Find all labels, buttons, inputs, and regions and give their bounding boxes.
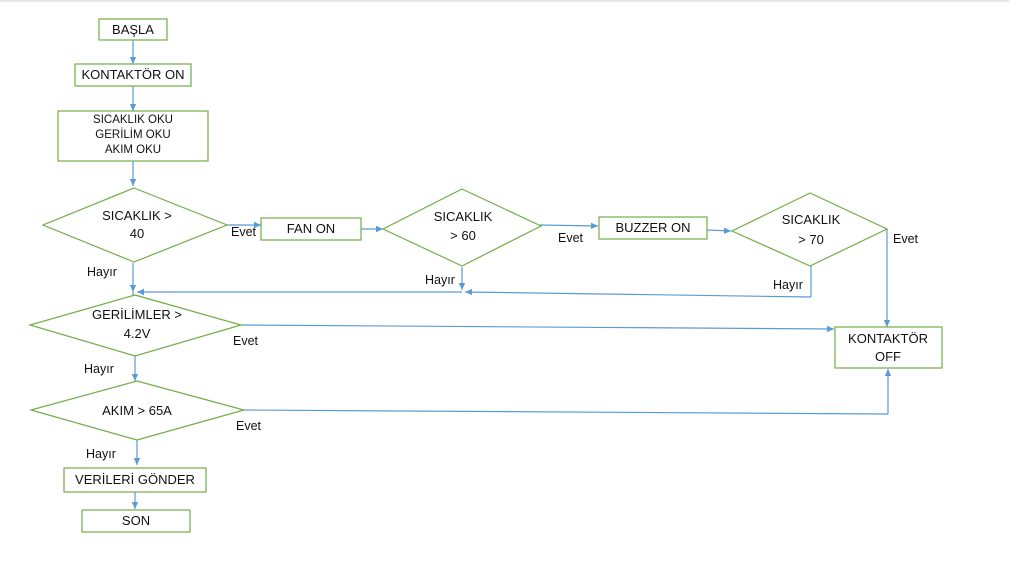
decision-current: AKIM > 65A [28,380,247,441]
decision-temp-70: SICAKLIK > 70 [730,192,889,267]
connectors [129,40,892,465]
buzzer-on-node: BUZZER ON [598,216,708,240]
edge-label-temp40-no: Hayır [87,265,117,279]
edge-label-temp60-yes: Evet [558,231,584,245]
edge-label-temp60-no: Hayır [425,273,455,287]
arrow-current-yes-line [243,409,889,415]
decision-temp-70-line2: > 70 [798,232,824,247]
decision-temp-70-line1: SICAKLIK [782,212,841,227]
edge-label-voltage-no: Hayır [84,362,114,376]
contactor-off-line1: KONTAKTÖR [848,331,928,346]
edge-label-voltage-yes: Evet [233,334,259,348]
read-temperature-label: SICAKLIK OKU [93,114,173,126]
buzzer-on-label: BUZZER ON [615,220,690,235]
send-data-label: VERİLERİ GÖNDER [75,472,195,487]
start-label: BAŞLA [112,22,154,37]
edge-labels: Evet Evet Evet Evet Evet Hayır Hayır Hay… [84,225,919,461]
contactor-off-line2: OFF [875,349,901,364]
end-label: SON [122,513,150,528]
contactor-off-node: KONTAKTÖR OFF [834,326,943,369]
edge-label-current-no: Hayır [86,447,116,461]
decision-temp-60-line2: > 60 [450,228,476,243]
arrow-buzzer-to-temp70 [706,227,732,234]
fan-on-node: FAN ON [260,217,362,241]
arrow-temp60-yes-to-buzzer [539,222,599,230]
edge-label-temp70-no: Hayır [773,278,803,292]
read-sensors-node: SICAKLIK OKU GERİLİM OKU AKIM OKU [57,110,209,162]
read-current-label: AKIM OKU [105,144,161,156]
arrow-voltage-yes-to-contactor-off [240,324,835,333]
contactor-on-label: KONTAKTÖR ON [81,67,184,82]
decision-temp-40-line2: 40 [130,226,144,241]
contactor-on-node: KONTAKTÖR ON [74,63,192,87]
fan-on-label: FAN ON [287,221,335,236]
decision-voltage-line1: GERİLİMLER > [92,307,182,322]
send-data-node: VERİLERİ GÖNDER [63,467,207,493]
decision-temp-40: SICAKLIK > 40 [41,187,229,263]
start-node: BAŞLA [98,18,168,41]
arrow-temp70-no-return [464,288,812,298]
decision-temp-60: SICAKLIK > 60 [381,188,543,267]
edge-label-temp40-yes: Evet [231,225,257,239]
top-border [0,0,1009,2]
read-voltage-label: GERİLİM OKU [95,128,170,141]
edge-label-temp70-yes: Evet [893,232,919,246]
end-node: SON [81,509,191,533]
decision-current-label: AKIM > 65A [102,403,172,418]
decision-temp-40-line1: SICAKLIK > [102,208,172,223]
edge-label-current-yes: Evet [236,419,262,433]
decision-voltage-line2: 4.2V [124,326,151,341]
decision-temp-60-line1: SICAKLIK [434,209,493,224]
decision-voltage: GERİLİMLER > 4.2V [27,294,244,357]
